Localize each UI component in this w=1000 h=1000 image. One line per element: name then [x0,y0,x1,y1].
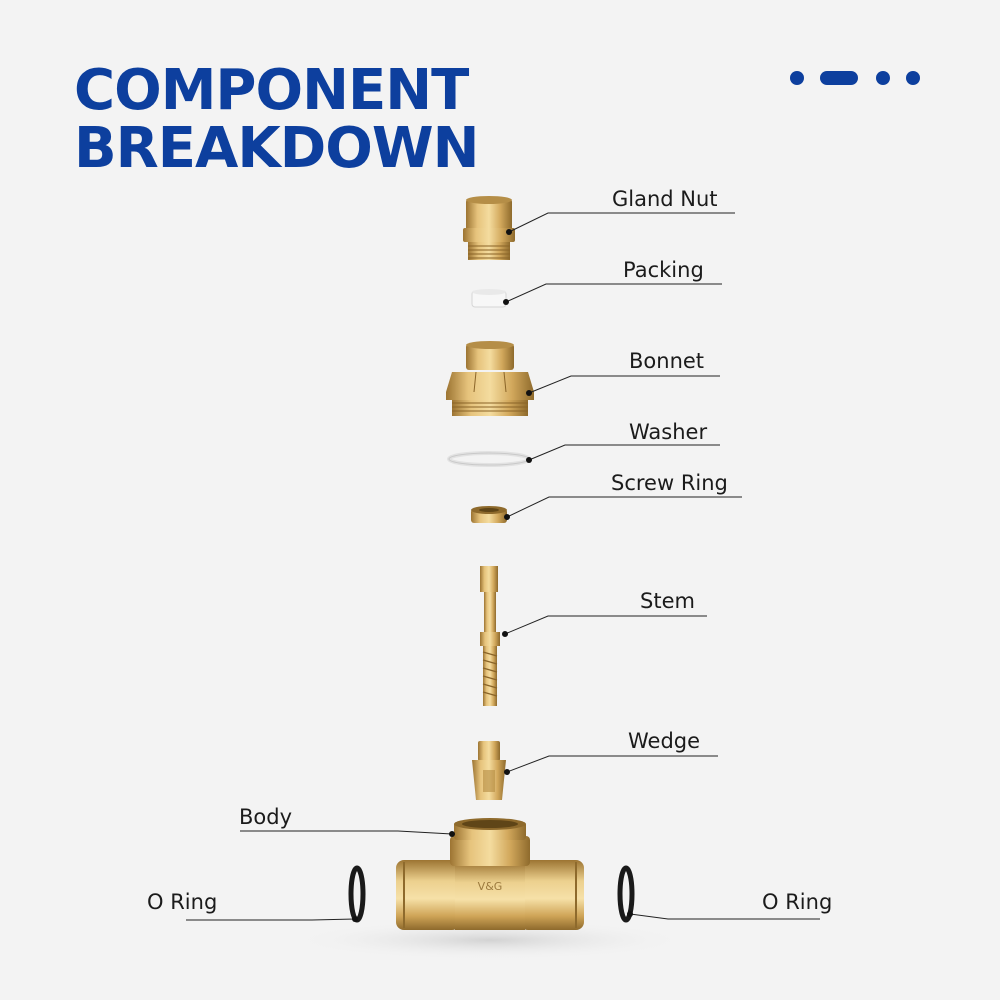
screw-ring-part [471,506,507,523]
leader-screw-ring [506,496,742,518]
o-ring-right-part [617,865,635,923]
page-title: COMPONENT BREAKDOWN [74,58,480,181]
dot-icon [790,71,804,85]
bonnet-part [446,341,534,416]
decorative-dots [790,70,925,86]
packing-part [471,289,507,308]
leader-lines [186,212,820,921]
title-line-2: BREAKDOWN [74,116,480,181]
label-washer: Washer [629,420,708,444]
wedge-part [472,741,506,800]
leader-dots [352,229,633,922]
label-packing: Packing [623,258,704,282]
stem-part [480,566,500,706]
title-line-1: COMPONENT [74,58,469,123]
label-wedge: Wedge [628,729,701,753]
gland-nut-part [463,196,515,260]
label-screw-ring: Screw Ring [611,471,728,495]
dot-icon [876,71,890,85]
leader-bonnet [528,375,720,394]
leader-washer [528,444,720,461]
leader-gland-nut [508,212,735,233]
label-o-ring-left: O Ring [147,890,218,914]
washer-part [447,451,531,467]
label-stem: Stem [640,589,695,613]
leader-o-ring-right [629,913,820,920]
label-body: Body [239,805,293,829]
leader-o-ring-left [186,918,356,921]
dash-icon [820,71,858,85]
label-gland-nut: Gland Nut [612,187,718,211]
label-o-ring-right: O Ring [762,890,833,914]
o-ring-left-part [348,865,366,923]
dot-icon [906,71,920,85]
leader-stem [504,615,707,635]
body-part: V&G [396,818,584,930]
leader-packing [505,283,722,303]
label-bonnet: Bonnet [629,349,705,373]
leader-body [240,830,453,835]
logo-stamp: V&G [478,880,503,893]
leader-wedge [506,755,718,773]
